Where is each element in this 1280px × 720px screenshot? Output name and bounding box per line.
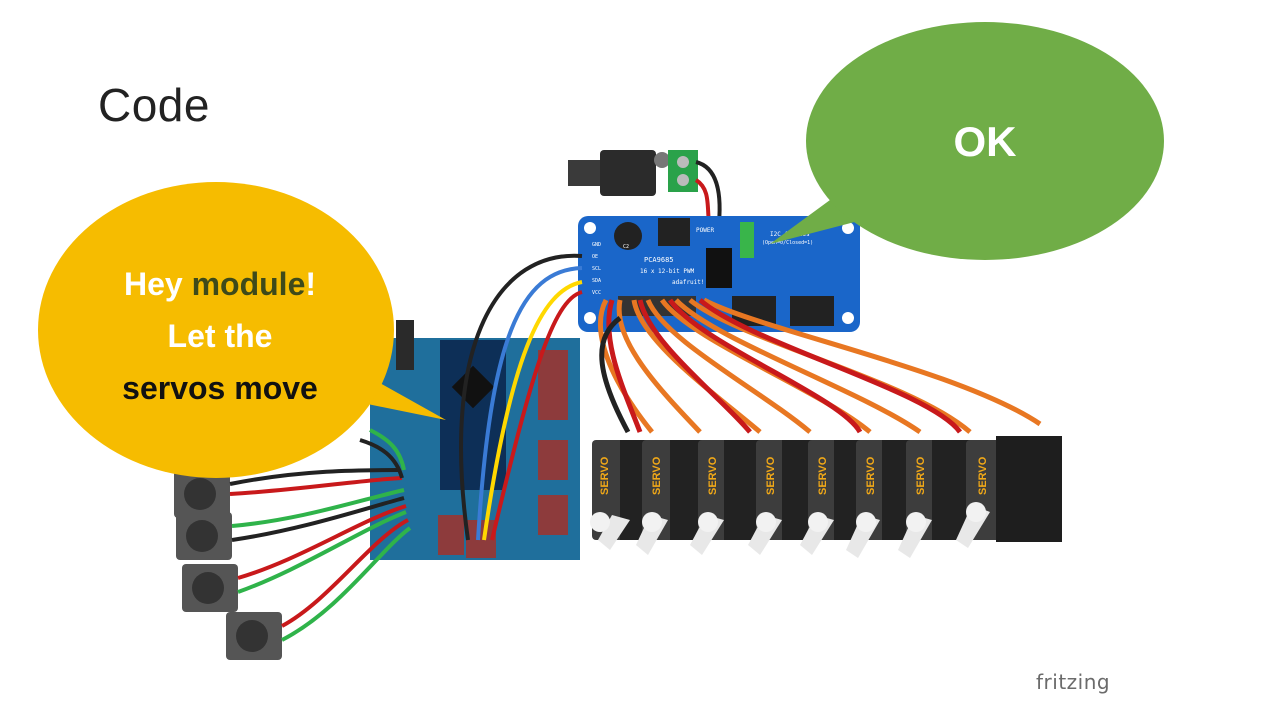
green-speech-bubble — [770, 22, 1164, 260]
servo-motor — [956, 436, 1062, 548]
servo-label: SERVO — [865, 456, 877, 495]
dc-barrel-jack — [568, 150, 698, 196]
servo-label: SERVO — [915, 456, 927, 495]
slide-title: Code — [98, 79, 210, 131]
pwm-cap-label: C2 — [623, 244, 629, 250]
pwm-pin-gnd: GND — [592, 242, 601, 248]
pwm-pin-vcc: VCC — [592, 290, 601, 296]
fritzing-watermark: fritzing — [1036, 670, 1111, 694]
potentiometers — [174, 470, 282, 660]
yellow-line-2: Let the — [167, 318, 273, 354]
yellow-line-1-word-c: ! — [305, 266, 317, 302]
servo-label: SERVO — [977, 456, 989, 495]
servo-row — [590, 436, 1062, 558]
green-bubble-text: OK — [953, 118, 1017, 165]
pwm-pin-scl: SCL — [592, 266, 601, 272]
yellow-bubble-text: Hey module! Let the servos move — [60, 258, 380, 414]
servo-label: SERVO — [599, 456, 611, 495]
yellow-line-1-word-a: Hey — [123, 266, 183, 302]
pwm-chip-label: PCA9685 — [644, 256, 674, 264]
pwm-pin-oe: OE — [592, 254, 598, 260]
pwm-address-note: (Open=0/Closed=1) — [762, 240, 813, 246]
servo-label: SERVO — [707, 456, 719, 495]
servo-label: SERVO — [765, 456, 777, 495]
pwm-pin-sda: SDA — [592, 278, 601, 284]
pwm-brand-label: adafruit! — [672, 279, 705, 286]
servo-label: SERVO — [817, 456, 829, 495]
servo-label: SERVO — [651, 456, 663, 495]
i2c-wires — [459, 253, 583, 541]
yellow-line-1-word-b: module — [191, 266, 306, 302]
yellow-speech-bubble — [38, 182, 446, 478]
yellow-line-1: Hey module! — [60, 258, 380, 310]
pwm-power-label: POWER — [696, 227, 714, 234]
yellow-line-3: servos move — [122, 370, 318, 406]
pwm-subtitle-label: 16 x 12-bit PWM — [640, 268, 695, 275]
servo-cables — [598, 297, 1042, 435]
potentiometer-wires — [229, 428, 412, 642]
